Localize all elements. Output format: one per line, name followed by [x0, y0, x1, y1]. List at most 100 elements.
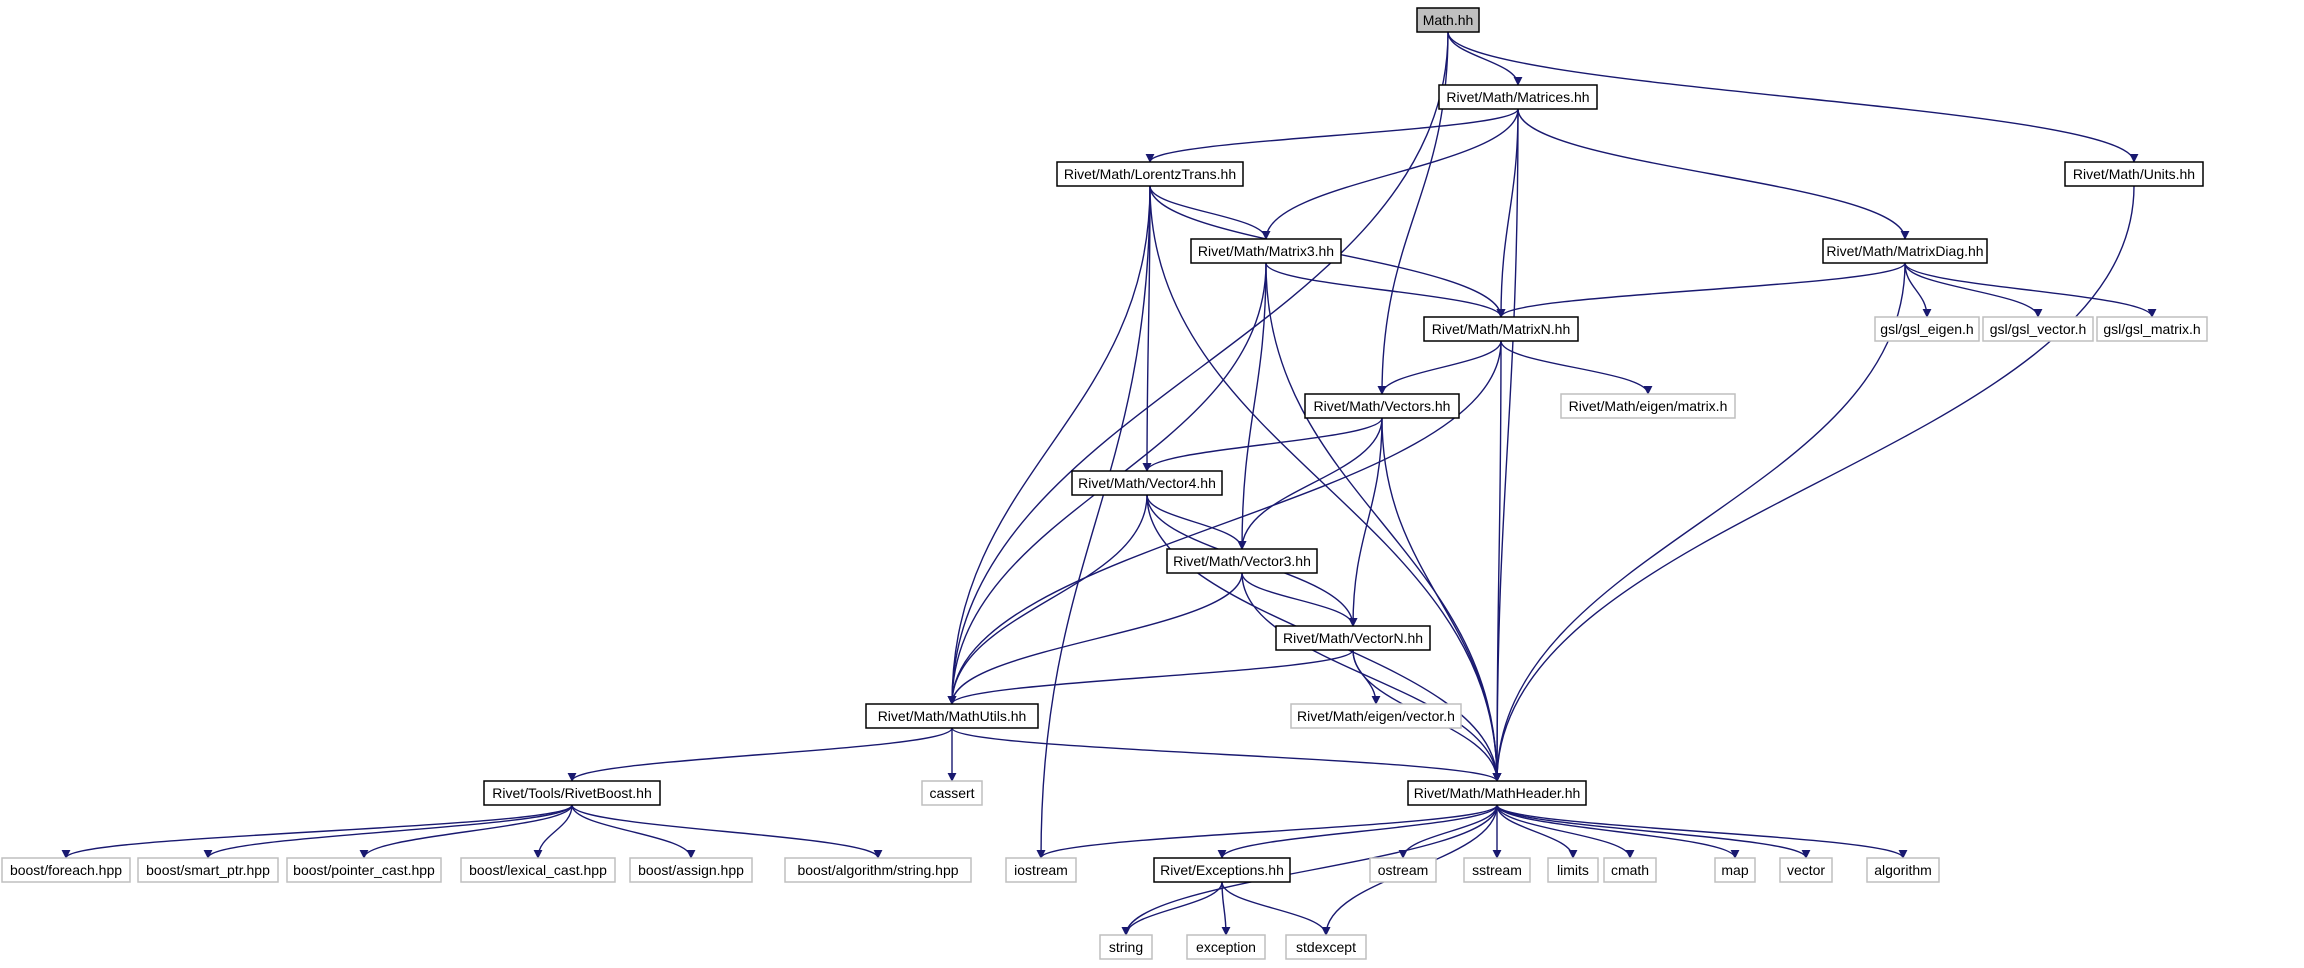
- edge-rivetboost-to-b_algstring: [571, 804, 883, 859]
- node-label: boost/lexical_cast.hpp: [469, 862, 607, 878]
- node-box: [1423, 316, 1579, 342]
- edge-matrices-to-matrixdiag: [1517, 108, 1910, 240]
- node-label: string: [1109, 939, 1143, 955]
- node-label: map: [1721, 862, 1748, 878]
- node-box: [1982, 316, 2094, 342]
- node-box: [286, 857, 442, 883]
- node-label: boost/smart_ptr.hpp: [146, 862, 270, 878]
- node-label: stdexcept: [1296, 939, 1356, 955]
- node-ostream[interactable]: ostream: [1369, 857, 1437, 883]
- node-label: ostream: [1378, 862, 1429, 878]
- edge-lorentz-to-matrix3: [1149, 185, 1271, 240]
- node-string[interactable]: string: [1099, 934, 1153, 960]
- node-box: [1290, 703, 1462, 729]
- node-box: [1285, 934, 1367, 960]
- node-rivet-math-eigen-matrix-h[interactable]: Rivet/Math/eigen/matrix.h: [1560, 393, 1736, 419]
- edge-vector3-to-mathutils: [947, 572, 1243, 705]
- node-gsl-gsl-eigen-h[interactable]: gsl/gsl_eigen.h: [1874, 316, 1980, 342]
- node-rivet-math-units-hh[interactable]: Rivet/Math/Units.hh: [2064, 161, 2204, 187]
- node-box: [1071, 470, 1223, 496]
- edge-matrices-to-lorentz: [1145, 108, 1519, 163]
- node-rivet-math-lorentztrans-hh[interactable]: Rivet/Math/LorentzTrans.hh: [1056, 161, 1244, 187]
- edge-math-to-mathutils: [947, 31, 1449, 705]
- node-label: boost/foreach.hpp: [10, 862, 122, 878]
- node-box: [460, 857, 616, 883]
- node-label: Rivet/Math/Vector4.hh: [1078, 475, 1216, 491]
- node-box: [2064, 161, 2204, 187]
- node-stdexcept[interactable]: stdexcept: [1285, 934, 1367, 960]
- edge-mathheader-to-cmath: [1496, 804, 1635, 859]
- edge-exceptions-to-string: [1121, 881, 1223, 936]
- node-label: iostream: [1014, 862, 1068, 878]
- edge-matrices-to-matrix3: [1261, 108, 1519, 240]
- node-box: [1547, 857, 1599, 883]
- node-label: limits: [1557, 862, 1589, 878]
- node-rivet-math-mathutils-hh[interactable]: Rivet/Math/MathUtils.hh: [865, 703, 1039, 729]
- node-rivet-math-matrixdiag-hh[interactable]: Rivet/Math/MatrixDiag.hh: [1822, 238, 1988, 264]
- node-rivet-math-vectors-hh[interactable]: Rivet/Math/Vectors.hh: [1304, 393, 1460, 419]
- node-boost-algorithm-string-hpp[interactable]: boost/algorithm/string.hpp: [784, 857, 972, 883]
- node-box: [1099, 934, 1153, 960]
- node-box: [1005, 857, 1077, 883]
- node-box: [1416, 7, 1480, 33]
- node-label: Rivet/Math/VectorN.hh: [1283, 630, 1423, 646]
- node-sstream[interactable]: sstream: [1463, 857, 1531, 883]
- node-gsl-gsl-vector-h[interactable]: gsl/gsl_vector.h: [1982, 316, 2094, 342]
- node-vector[interactable]: vector: [1779, 857, 1833, 883]
- node-label: Rivet/Math/MatrixN.hh: [1432, 321, 1570, 337]
- node-gsl-gsl-matrix-h[interactable]: gsl/gsl_matrix.h: [2096, 316, 2208, 342]
- node-box: [865, 703, 1039, 729]
- node-box: [1304, 393, 1460, 419]
- node-rivet-math-vector3-hh[interactable]: Rivet/Math/Vector3.hh: [1166, 548, 1318, 574]
- edge-mathutils-to-mathheader: [951, 727, 1502, 782]
- node-label: sstream: [1472, 862, 1522, 878]
- node-boost-assign-hpp[interactable]: boost/assign.hpp: [629, 857, 753, 883]
- node-cassert[interactable]: cassert: [921, 780, 983, 806]
- node-label: Rivet/Math/eigen/matrix.h: [1569, 398, 1728, 414]
- node-boost-lexical-cast-hpp[interactable]: boost/lexical_cast.hpp: [460, 857, 616, 883]
- node-label: Rivet/Tools/RivetBoost.hh: [492, 785, 652, 801]
- node-rivet-math-matrixn-hh[interactable]: Rivet/Math/MatrixN.hh: [1423, 316, 1579, 342]
- edge-rivetboost-to-b_lexicalcast: [533, 804, 573, 859]
- node-box: [1275, 625, 1431, 651]
- node-boost-smart-ptr-hpp[interactable]: boost/smart_ptr.hpp: [137, 857, 279, 883]
- edge-mathutils-to-rivetboost: [567, 727, 953, 782]
- node-algorithm[interactable]: algorithm: [1866, 857, 1940, 883]
- node-rivet-tools-rivetboost-hh[interactable]: Rivet/Tools/RivetBoost.hh: [483, 780, 661, 806]
- edge-mathheader-to-exceptions: [1217, 804, 1498, 859]
- node-boost-pointer-cast-hpp[interactable]: boost/pointer_cast.hpp: [286, 857, 442, 883]
- node-label: Rivet/Math/MathUtils.hh: [878, 708, 1027, 724]
- edge-vector4-to-vector3: [1146, 494, 1247, 550]
- node-rivet-math-vectorn-hh[interactable]: Rivet/Math/VectorN.hh: [1275, 625, 1431, 651]
- node-exception[interactable]: exception: [1186, 934, 1266, 960]
- node-rivet-math-matrices-hh[interactable]: Rivet/Math/Matrices.hh: [1438, 84, 1598, 110]
- node-rivet-exceptions-hh[interactable]: Rivet/Exceptions.hh: [1153, 857, 1291, 883]
- node-rivet-math-mathheader-hh[interactable]: Rivet/Math/MathHeader.hh: [1407, 780, 1587, 806]
- node-map[interactable]: map: [1714, 857, 1756, 883]
- node-label: cmath: [1611, 862, 1649, 878]
- node-box: [1822, 238, 1988, 264]
- node-box: [1866, 857, 1940, 883]
- edge-vector4-to-mathutils: [947, 494, 1148, 705]
- node-iostream[interactable]: iostream: [1005, 857, 1077, 883]
- node-box: [1056, 161, 1244, 187]
- node-label: exception: [1196, 939, 1256, 955]
- node-rivet-math-eigen-vector-h[interactable]: Rivet/Math/eigen/vector.h: [1290, 703, 1462, 729]
- node-rivet-math-vector4-hh[interactable]: Rivet/Math/Vector4.hh: [1071, 470, 1223, 496]
- node-box: [1153, 857, 1291, 883]
- edge-rivetboost-to-b_foreach: [61, 804, 573, 859]
- node-limits[interactable]: limits: [1547, 857, 1599, 883]
- edge-math-to-units: [1447, 31, 2139, 163]
- edge-rivetboost-to-b_pointercast: [359, 804, 573, 859]
- node-label: vector: [1787, 862, 1825, 878]
- node-box: [1407, 780, 1587, 806]
- node-math-hh[interactable]: Math.hh: [1416, 7, 1480, 33]
- edge-matrixn-to-mathutils: [947, 340, 1502, 705]
- node-rivet-math-matrix3-hh[interactable]: Rivet/Math/Matrix3.hh: [1190, 238, 1342, 264]
- edge-rivetboost-to-b_assign: [571, 804, 696, 859]
- edge-vector3-to-mathheader: [1241, 572, 1502, 782]
- node-box: [1, 857, 131, 883]
- node-cmath[interactable]: cmath: [1603, 857, 1657, 883]
- node-boost-foreach-hpp[interactable]: boost/foreach.hpp: [1, 857, 131, 883]
